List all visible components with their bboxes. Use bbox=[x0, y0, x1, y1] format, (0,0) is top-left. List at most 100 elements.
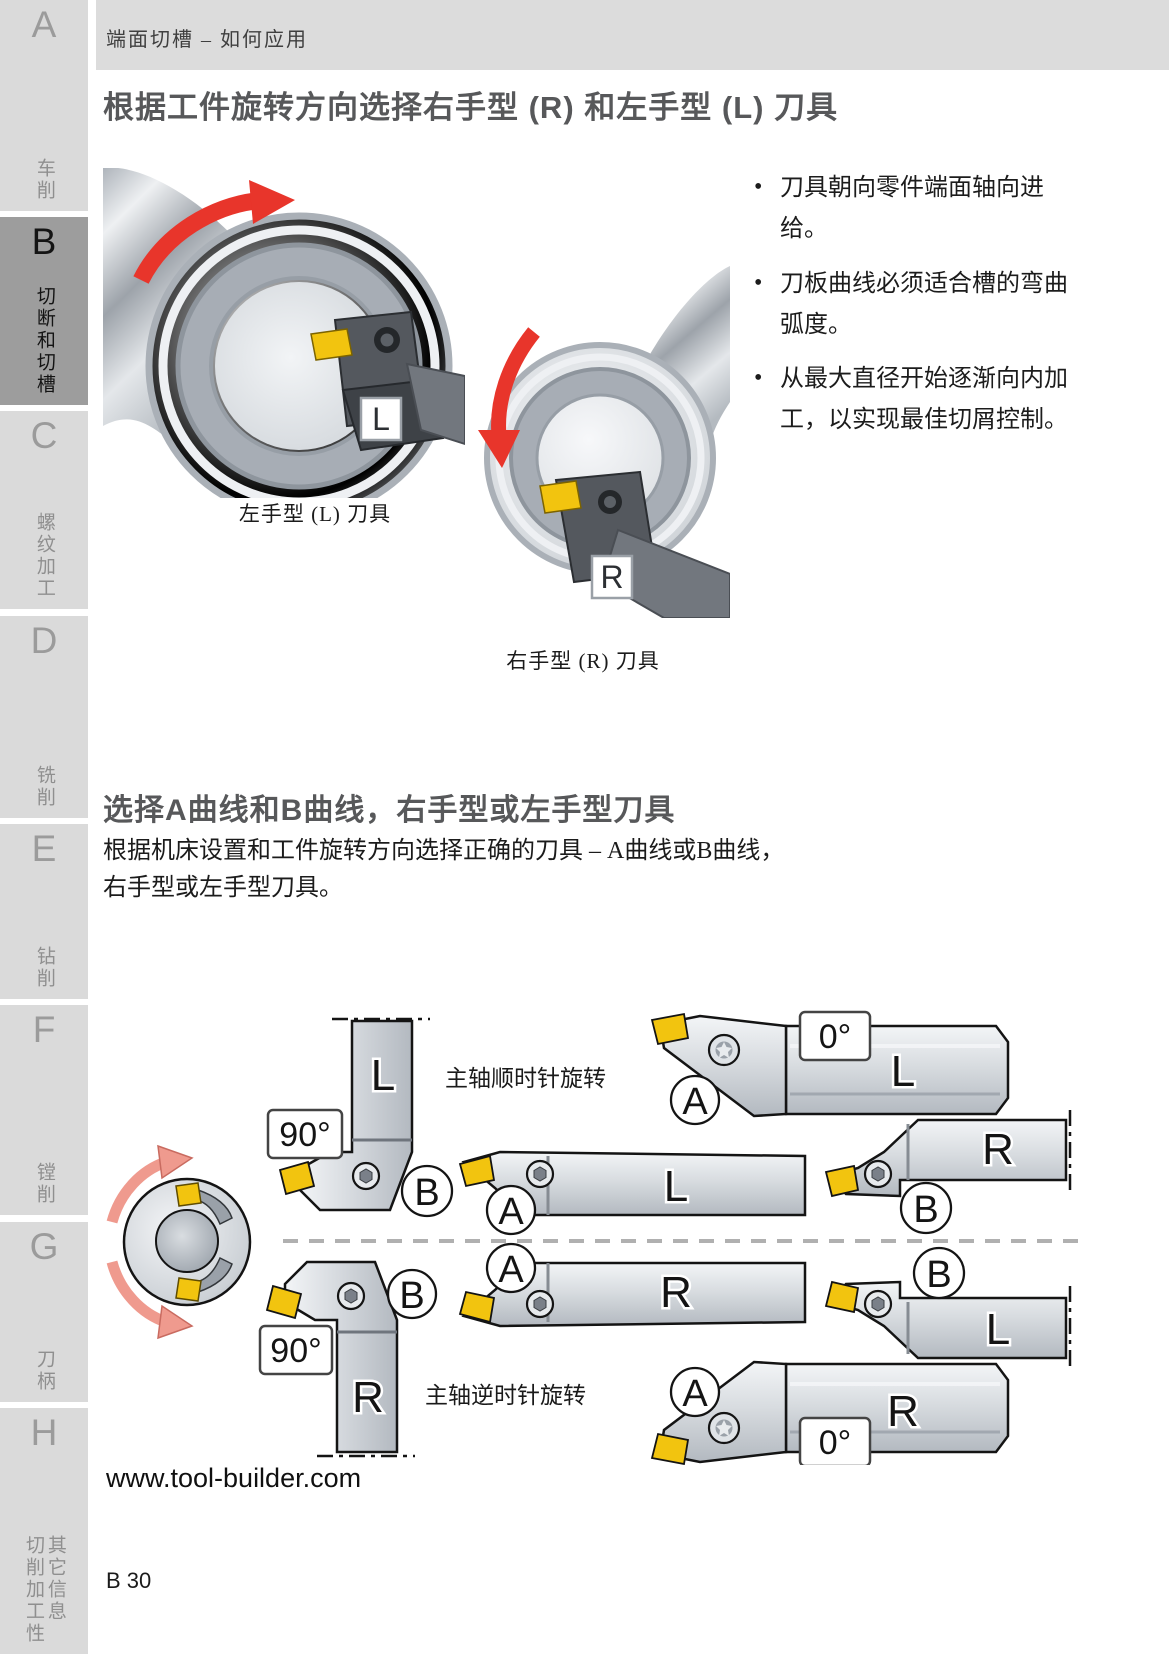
tab-letter: F bbox=[32, 1009, 56, 1050]
hand-tag: R bbox=[600, 559, 623, 595]
bullet-item: 刀板曲线必须适合槽的弯曲弧度。 bbox=[752, 263, 1076, 347]
section2-title: 选择A曲线和B曲线，右手型或左手型刀具 bbox=[103, 794, 676, 827]
hex-screw-icon bbox=[351, 1161, 381, 1191]
insert-yellow bbox=[265, 1284, 303, 1320]
tab-label: 镗削 bbox=[33, 1162, 55, 1206]
tool-vertical-right-90: R 90° B bbox=[258, 1260, 438, 1458]
arrowhead bbox=[478, 430, 520, 468]
torx-screw-icon bbox=[707, 1411, 741, 1445]
tab-label: 车削 bbox=[33, 158, 55, 202]
angle-box bbox=[258, 1324, 334, 1376]
tool-letter: R bbox=[660, 1268, 692, 1317]
tool-letter: R bbox=[982, 1125, 1014, 1174]
sidebar-tab-b[interactable]: B 切断和切槽 bbox=[0, 217, 88, 405]
workpiece-body bbox=[103, 168, 231, 444]
hand-tag-box bbox=[359, 396, 403, 442]
tab-letter: E bbox=[31, 828, 57, 869]
tab-label: 刀柄 bbox=[33, 1349, 55, 1393]
arrowhead bbox=[157, 1304, 194, 1340]
workpiece-rotation bbox=[106, 1144, 252, 1340]
curve-circle bbox=[386, 1268, 438, 1320]
hex-screw-icon bbox=[525, 1289, 555, 1319]
tab-label: 切断和切槽 bbox=[33, 286, 55, 396]
sidebar-tab-e[interactable]: E 钻削 bbox=[0, 824, 88, 999]
curve-circle bbox=[485, 1242, 537, 1294]
tool-letter: L bbox=[891, 1047, 915, 1096]
bullet-item: 从最大直径开始逐渐向内加工，以实现最佳切屑控制。 bbox=[752, 358, 1076, 442]
hex-screw-icon bbox=[336, 1281, 366, 1311]
torx-screw-icon bbox=[707, 1033, 741, 1067]
sidebar-tab-h[interactable]: H 切削加工性 其它信息 bbox=[0, 1408, 88, 1654]
insert-yellow bbox=[650, 1432, 690, 1465]
sidebar-tab-d[interactable]: D 铣削 bbox=[0, 616, 88, 818]
angle-label: 0° bbox=[819, 1424, 852, 1462]
tab-letter: C bbox=[30, 415, 58, 456]
tool-horizontal-right-0: 0° R A bbox=[650, 1360, 1010, 1465]
photo-right-hand-tool: R bbox=[478, 266, 730, 618]
angle-box bbox=[266, 1108, 344, 1160]
angle-label: 90° bbox=[270, 1332, 321, 1370]
tool-horizontal-left-0: 0° L A bbox=[650, 1010, 1010, 1126]
insert-yellow bbox=[650, 1012, 690, 1046]
insert-yellow bbox=[458, 1290, 496, 1324]
curve-letter: B bbox=[913, 1189, 938, 1231]
curve-letter: B bbox=[399, 1275, 424, 1317]
curve-circle bbox=[669, 1074, 721, 1126]
arrowhead bbox=[249, 180, 295, 224]
arrow-cw bbox=[106, 1156, 168, 1224]
tab-label: 切削加工性 其它信息 bbox=[23, 1535, 66, 1645]
bullet-item: 刀具朝向零件端面轴向进给。 bbox=[752, 167, 1076, 251]
screw-center bbox=[380, 333, 394, 347]
sidebar-tab-a[interactable]: A 车削 bbox=[0, 0, 88, 211]
rotation-arrow-cw bbox=[133, 192, 257, 285]
hex-screw-icon bbox=[863, 1289, 893, 1319]
curve-circle bbox=[485, 1184, 537, 1236]
insert-yellow bbox=[175, 1277, 202, 1302]
angle-label: 0° bbox=[819, 1018, 852, 1056]
angle-box bbox=[798, 1416, 872, 1465]
tab-label: 钻削 bbox=[33, 946, 55, 990]
tool-vertical-left-90: L 90° B bbox=[266, 1017, 454, 1218]
curve-letter: A bbox=[682, 1081, 708, 1123]
insert-yellow bbox=[175, 1182, 202, 1207]
hand-tag: L bbox=[372, 401, 390, 437]
tool-shank bbox=[405, 362, 465, 446]
chip-wedge bbox=[195, 1256, 233, 1293]
header-bar: 端面切槽 – 如何应用 bbox=[96, 0, 1169, 70]
curve-letter: B bbox=[414, 1172, 439, 1214]
curve-circle bbox=[899, 1181, 953, 1235]
tool-letter: R bbox=[887, 1387, 919, 1436]
sidebar-tab-g[interactable]: G 刀柄 bbox=[0, 1222, 88, 1402]
insert-yellow bbox=[824, 1280, 860, 1314]
face-highlight bbox=[158, 225, 440, 498]
curve-circle bbox=[400, 1164, 454, 1218]
hex-screw-icon bbox=[525, 1159, 555, 1189]
insert-yellow bbox=[278, 1160, 316, 1196]
page-title: 根据工件旋转方向选择右手型 (R) 和左手型 (L) 刀具 bbox=[103, 90, 839, 125]
spindle-cw-label: 主轴顺时针旋转 bbox=[445, 1066, 606, 1091]
workpiece-body bbox=[644, 266, 730, 450]
tool-letter: R bbox=[352, 1373, 384, 1422]
angle-label: 90° bbox=[279, 1116, 330, 1154]
hand-tag-box bbox=[590, 554, 634, 600]
tab-letter: B bbox=[31, 221, 57, 262]
sidebar-tab-f[interactable]: F 镗削 bbox=[0, 1005, 88, 1215]
website-link[interactable]: www.tool-builder.com bbox=[106, 1463, 362, 1493]
section2-body: 根据机床设置和工件旋转方向选择正确的刀具 – A曲线或B曲线，右手型或左手型刀具… bbox=[103, 838, 785, 902]
tool-letter: L bbox=[371, 1051, 395, 1100]
curve-letter: B bbox=[926, 1254, 951, 1296]
curve-letter: A bbox=[498, 1191, 524, 1233]
sidebar-tab-c[interactable]: C 螺纹加工 bbox=[0, 411, 88, 609]
tool-bar-left-top: L A bbox=[458, 1150, 807, 1236]
tool-bar-left-bottom: R A bbox=[458, 1242, 807, 1328]
tool-letter: L bbox=[986, 1305, 1010, 1354]
hex-screw-icon bbox=[863, 1159, 893, 1189]
insert-yellow bbox=[310, 328, 353, 361]
spindle-ccw-label: 主轴逆时针旋转 bbox=[425, 1383, 586, 1408]
tab-label: 铣削 bbox=[33, 765, 55, 809]
breadcrumb: 端面切槽 – 如何应用 bbox=[106, 29, 308, 51]
photo-left-hand-tool: L bbox=[103, 168, 465, 498]
page-number: B 30 bbox=[106, 1568, 152, 1593]
tool-bar-right-bottom: L B bbox=[824, 1246, 1072, 1370]
